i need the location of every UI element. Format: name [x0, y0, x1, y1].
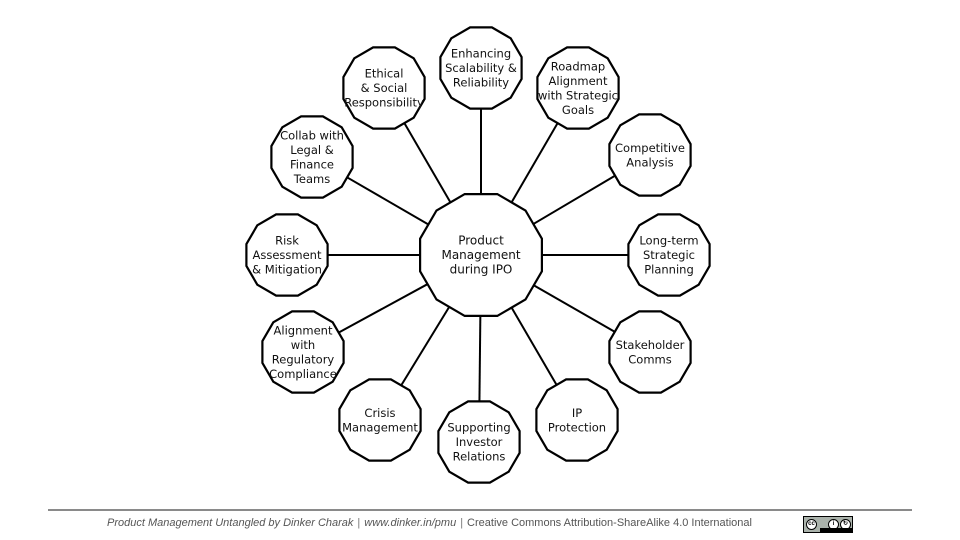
- topic-node-label-line: Planning: [644, 263, 694, 277]
- topic-node-label-line: Long-term: [639, 234, 698, 248]
- topic-node: [437, 400, 521, 484]
- connector-line: [532, 174, 617, 225]
- topic-node-label-line: Teams: [293, 172, 330, 186]
- topic-node-label-line: IP: [572, 406, 582, 420]
- center-node-label-line: Product: [458, 234, 504, 248]
- connector-line: [346, 176, 429, 226]
- topic-node-label-line: Ethical: [365, 67, 404, 81]
- topic-node: [535, 378, 619, 462]
- topic-node-label-line: Collab with: [280, 128, 344, 142]
- topic-node-label-line: Risk: [275, 234, 299, 248]
- topic-node: [261, 310, 345, 394]
- topic-node-label-line: Goals: [562, 103, 594, 117]
- footer-book-credit: Product Management Untangled by Dinker C…: [107, 517, 354, 529]
- topic-node: [342, 46, 426, 130]
- topic-node-label-line: Enhancing: [451, 47, 511, 61]
- topic-node-label-line: Management: [342, 420, 418, 434]
- topic-node: [338, 378, 422, 462]
- connector-line: [403, 122, 452, 203]
- footer: Product Management Untangled by Dinker C…: [107, 517, 752, 529]
- footer-divider: [48, 509, 912, 511]
- connector-line: [510, 307, 558, 386]
- topic-node-label-line: Finance: [290, 157, 334, 171]
- topic-node-label-line: Alignment: [274, 323, 333, 337]
- topic-node: [270, 115, 354, 199]
- topic-node-label-line: with Strategic: [538, 88, 618, 102]
- topic-node-label-line: Investor: [456, 435, 503, 449]
- topic-node: [439, 26, 523, 110]
- topic-node: [627, 213, 711, 297]
- topic-node-label-line: Analysis: [626, 155, 673, 169]
- connector-line: [478, 315, 482, 403]
- center-node-label-line: during IPO: [450, 263, 513, 277]
- topic-node-label-line: Strategic: [643, 248, 695, 262]
- topic-node-label-line: Scalability &: [445, 61, 517, 75]
- connector-line: [510, 122, 559, 203]
- topic-node-label-line: Reliability: [453, 76, 509, 90]
- topic-node-label-line: Responsibility: [344, 96, 424, 110]
- topic-node-label-line: Protection: [548, 420, 606, 434]
- topic-node: [608, 310, 692, 394]
- topic-node-label-line: Legal &: [290, 143, 333, 157]
- footer-url[interactable]: www.dinker.in/pmu: [364, 517, 457, 529]
- topic-node-label-line: & Mitigation: [252, 263, 322, 277]
- topic-node-label-line: Assessment: [253, 248, 322, 262]
- topic-node-label-line: Crisis: [364, 406, 395, 420]
- topic-node: [245, 213, 329, 297]
- topic-node-label-line: & Social: [361, 81, 408, 95]
- topic-node-label-line: Roadmap: [551, 59, 605, 73]
- topic-node-label-line: Comms: [628, 352, 671, 366]
- topic-node-label-line: Regulatory: [272, 352, 335, 366]
- topic-node: [536, 46, 620, 130]
- center-node: [419, 193, 544, 317]
- topic-node-label-line: Stakeholder: [616, 338, 685, 352]
- topic-node-label-line: with: [291, 338, 315, 352]
- center-node-label-line: Management: [441, 248, 520, 262]
- topic-node-label-line: Supporting: [447, 421, 510, 435]
- connector-line: [337, 283, 428, 334]
- topic-node-label-line: Relations: [453, 450, 506, 464]
- connector-line: [400, 306, 451, 387]
- topic-node-label-line: Compliance: [269, 367, 337, 381]
- topic-node: [608, 113, 692, 197]
- topic-node-label-line: Competitive: [615, 141, 685, 155]
- connector-line: [533, 284, 616, 333]
- footer-license: Creative Commons Attribution-ShareAlike …: [467, 517, 752, 529]
- topic-node-label-line: Alignment: [549, 74, 608, 88]
